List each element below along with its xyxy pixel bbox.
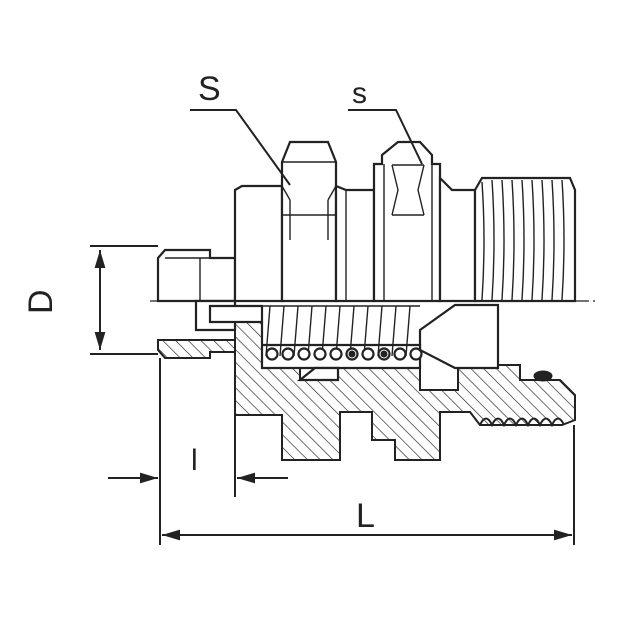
leader-hex-small [348,109,423,165]
thread-lines [481,179,565,301]
label-diameter: D [22,289,60,314]
label-hex-large: S [198,70,221,108]
leader-hex-large [190,109,291,186]
hex-small [372,140,442,303]
thread-right [473,176,577,303]
spring [262,305,423,361]
label-overall-length: L [356,497,375,535]
label-thread-length: l [191,444,198,477]
body-upper [233,184,284,303]
body-section [234,321,576,461]
spigot-upper [156,248,237,303]
label-hex-small: s [352,77,367,110]
spigot-section [157,339,236,359]
o-ring-right [533,370,553,382]
